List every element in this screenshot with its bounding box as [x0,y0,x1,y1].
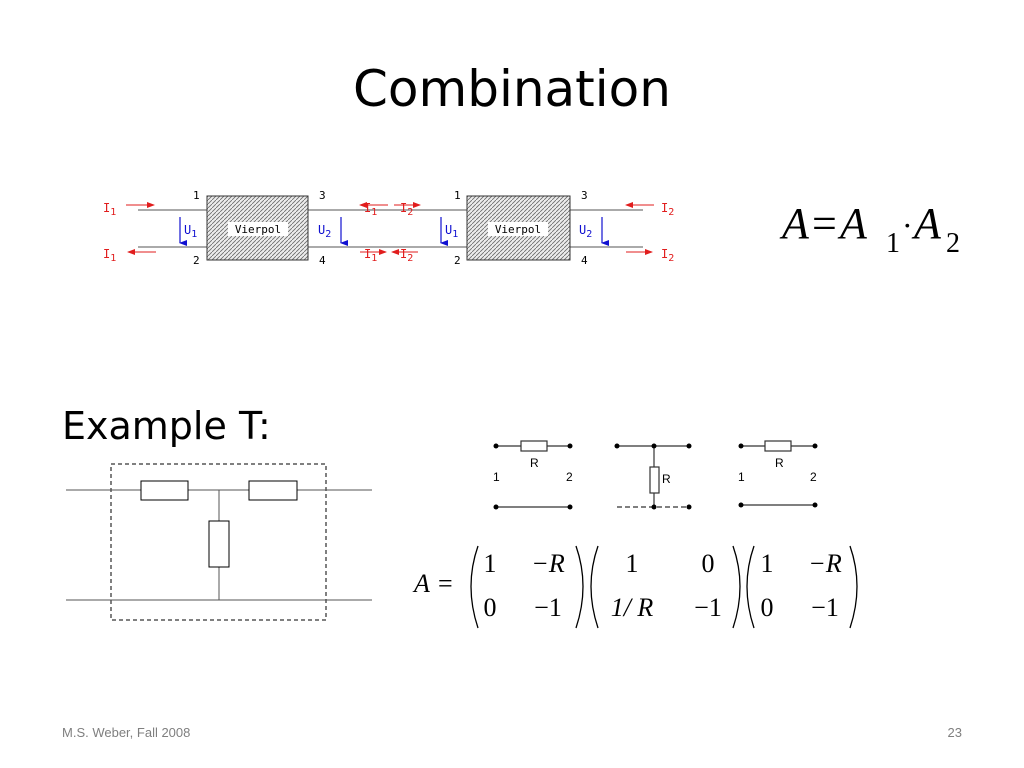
example-label: Example T: [62,404,271,448]
formula-sub1: 1 [886,228,900,259]
quadripole-box-1 [206,195,309,261]
formula-sub2: 2 [946,228,960,259]
element-series-1: R 1 2 [493,440,573,510]
shunt-R-label: R [662,472,671,486]
label-U1-right: U1 [445,223,458,240]
voltage-arrows [179,217,609,246]
port-3-right: 3 [581,189,588,202]
m2-a21: 1/ R [611,593,654,622]
element-shunt: R [614,443,692,510]
label-I2-out-top: I2 [661,201,674,218]
port-1-right: 1 [454,189,461,202]
m1-a22: −1 [534,593,562,622]
t-circuit-dashed-box [110,463,327,621]
label-I2-out-bottom: I2 [661,247,674,264]
formula-equals: = [812,199,837,248]
matrix-lhs: A [412,569,430,598]
matrix-equals: = [438,569,453,598]
port-4-left: 4 [319,254,326,267]
formula-A2: A [911,199,942,248]
m3-a12: −R [808,549,842,578]
label-I1-mid-top: I1 [364,201,377,218]
t-resistor-right [248,480,298,501]
box-label-2: Vierpol [495,223,541,236]
m1-a12: −R [531,549,565,578]
series-2-R-label: R [775,456,784,470]
port-2-left: 2 [193,254,200,267]
footer-author: M.S. Weber, Fall 2008 [62,725,191,740]
series-2-terminal-2: 2 [810,470,817,484]
box-label-1: Vierpol [235,223,281,236]
t-circuit-wires [66,489,372,601]
label-U2-right: U2 [579,223,592,240]
matrix-formula: A = 1 −R 0 −1 1 0 1/ R −1 1 −R [412,545,858,629]
m2-a22: −1 [694,593,722,622]
m3-a11: 1 [761,549,774,578]
current-arrows [126,202,654,255]
label-I1-in-bottom: I1 [103,247,116,264]
port-numbers: 1 2 3 4 1 2 3 4 [193,189,588,267]
m1-a21: 0 [484,593,497,622]
slide-title: Combination [353,60,671,118]
m1-a11: 1 [484,549,497,578]
footer-page-number: 23 [947,725,962,740]
m2-a12: 0 [702,549,715,578]
m3-a21: 0 [761,593,774,622]
port-4-right: 4 [581,254,588,267]
series-1-terminal-1: 1 [493,470,500,484]
m3-a22: −1 [811,593,839,622]
box-label-bg-1 [228,222,288,236]
label-I1-mid-bottom: I1 [364,247,377,264]
t-circuit [66,463,372,621]
label-U2-left: U2 [318,223,331,240]
current-labels: I1 I1 I1 I1 I2 I2 I2 I2 [103,201,674,264]
port-1-left: 1 [193,189,200,202]
port-3-left: 3 [319,189,326,202]
matrix-parentheses [470,545,858,629]
port-2-right: 2 [454,254,461,267]
label-I1-in-top: I1 [103,201,116,218]
formula-A: A [779,199,810,248]
t-resistor-shunt [208,520,230,568]
m2-a11: 1 [626,549,639,578]
series-2-resistor [764,440,792,452]
formula-A1: A [837,199,868,248]
formula-dot: · [902,207,913,243]
box-label-bg-2 [488,222,548,236]
t-resistor-left [140,480,189,501]
shunt-resistor [649,466,660,494]
element-series-2: R 1 2 [738,440,818,508]
voltage-labels: U1 U2 U1 U2 [184,223,592,240]
label-I2-mid-top: I2 [400,201,413,218]
label-I2-mid-bottom: I2 [400,247,413,264]
wires [138,209,643,248]
series-1-terminal-2: 2 [566,470,573,484]
series-1-R-label: R [530,456,539,470]
series-1-resistor [520,440,548,452]
label-U1-left: U1 [184,223,197,240]
product-formula: A = A 1 · A 2 [779,199,960,259]
series-2-terminal-1: 1 [738,470,745,484]
